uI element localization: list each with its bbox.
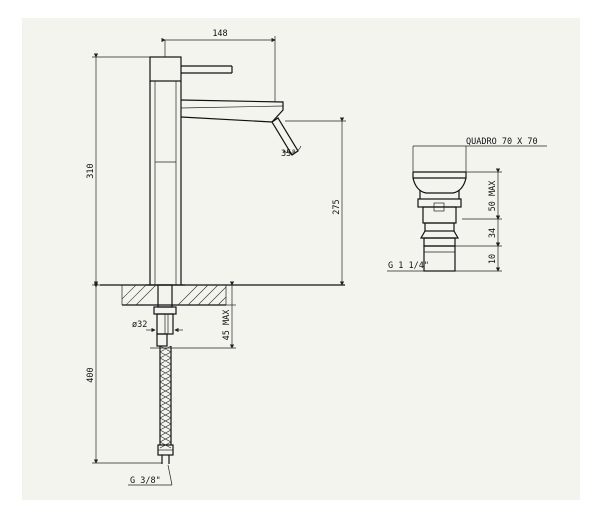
angle-35: 35°: [281, 149, 296, 159]
fixing-assembly: [153, 284, 177, 347]
dimensions-right: QUADRO 70 X 70 50 MAX 34 10 G 1 1/4": [387, 137, 547, 272]
dim-dia-32: ø32: [132, 320, 147, 330]
dim-10: 10: [488, 254, 498, 264]
dim-275: 275: [332, 199, 342, 214]
dim-45-max: 45 MAX: [222, 309, 232, 341]
dim-148: 148: [212, 29, 227, 39]
dim-400: 400: [86, 367, 96, 382]
counter-top: [100, 284, 345, 306]
mixer-spout: [180, 99, 284, 123]
thread-g114: G 1 1/4": [388, 261, 429, 271]
mixer-side-view: [146, 40, 302, 286]
dimensions-left: 148 310 275 35° ø32 45 MAX 400 G 3/8": [86, 29, 346, 486]
drawing-sheet: [22, 18, 580, 500]
aerator: [271, 117, 299, 156]
flexible-hose: [157, 345, 174, 464]
quadro-label: QUADRO 70 X 70: [466, 137, 538, 147]
thread-g38: G 3/8": [130, 476, 161, 486]
waste-valve-view: [412, 171, 467, 272]
dim-34: 34: [488, 228, 498, 238]
dim-310: 310: [86, 163, 96, 178]
mixer-cap: [149, 56, 182, 82]
dim-50-max: 50 MAX: [488, 180, 498, 212]
